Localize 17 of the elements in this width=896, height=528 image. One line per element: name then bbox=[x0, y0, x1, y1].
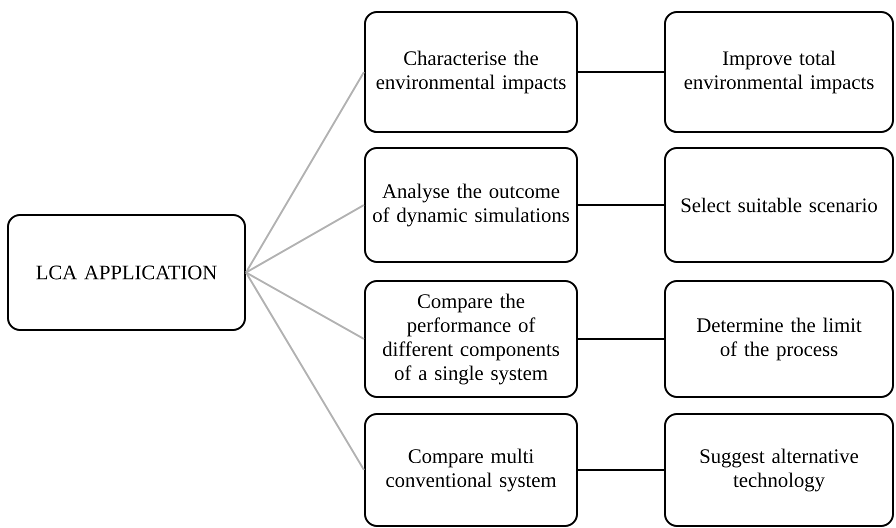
process-box: Determine the limit of the process bbox=[664, 280, 894, 398]
connector-line bbox=[578, 338, 664, 340]
connector-line bbox=[246, 204, 364, 274]
connector-line bbox=[578, 469, 664, 471]
connector-line bbox=[246, 272, 364, 340]
process-box: Compare multi conventional system bbox=[364, 413, 578, 527]
connector-line bbox=[245, 272, 365, 470]
process-box: Analyse the outcome of dynamic simulations bbox=[364, 147, 578, 263]
process-box: Compare the performance of different components of a single system bbox=[364, 280, 578, 398]
process-box: Select suitable scenario bbox=[664, 147, 894, 263]
connector-line bbox=[578, 71, 664, 73]
connector-line bbox=[578, 204, 664, 206]
process-box: LCA APPLICATION bbox=[7, 214, 246, 331]
process-box: Suggest alternative technology bbox=[664, 413, 894, 527]
connector-line bbox=[245, 71, 365, 273]
process-box: Characterise the environmental impacts bbox=[364, 11, 578, 133]
process-box: Improve total environmental impacts bbox=[664, 11, 894, 133]
